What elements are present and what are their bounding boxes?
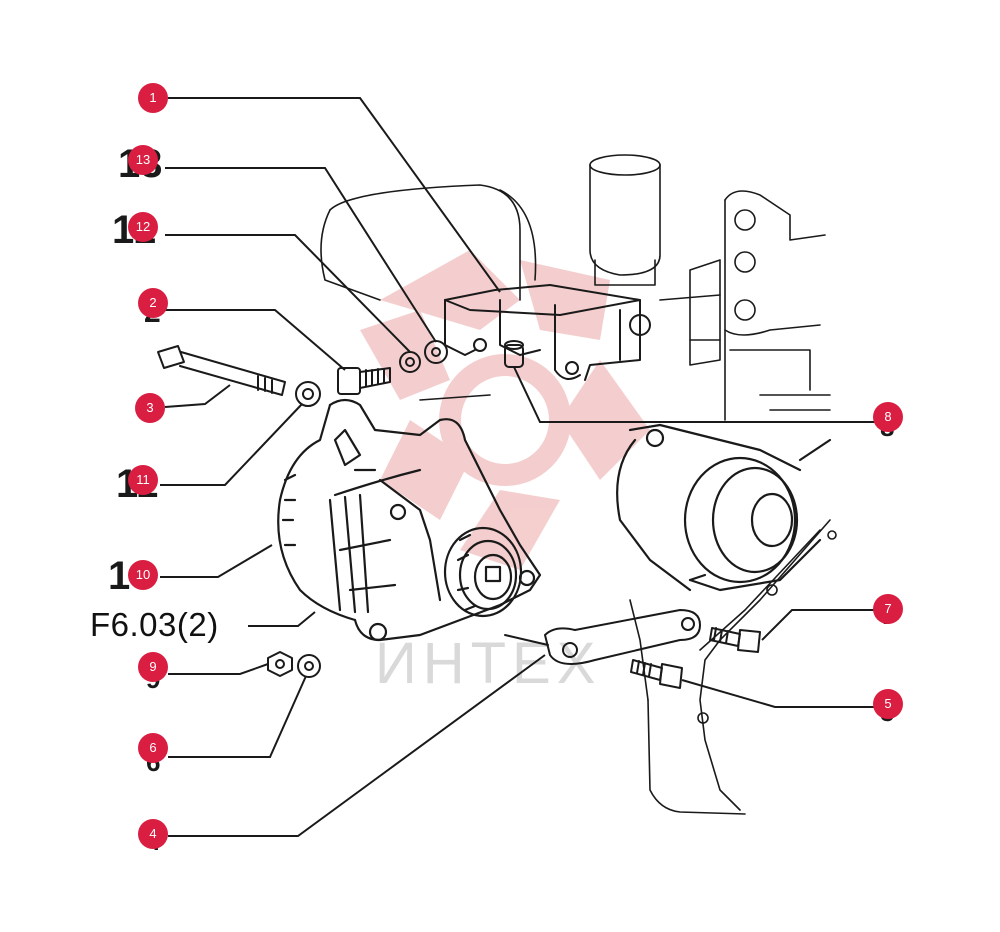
callout-7[interactable]: 7 (873, 594, 903, 624)
leader-11 (160, 403, 303, 486)
callout-4[interactable]: 4 (138, 819, 168, 849)
short-bolt (337, 367, 391, 395)
figure-reference-label: F6.03(2) (90, 606, 219, 643)
leader-4 (168, 654, 546, 837)
leader-2 (165, 309, 346, 371)
callout-6[interactable]: 6 (138, 733, 168, 763)
leader-ref (248, 611, 316, 627)
alternator-pulley (443, 526, 523, 618)
leader-7 (761, 609, 880, 641)
engine-block-outline (320, 154, 831, 421)
watermark-text: ИНТЕХ (375, 631, 602, 696)
tension-arm (504, 609, 701, 665)
leader-6 (168, 675, 307, 758)
callout-2[interactable]: 2 (138, 288, 168, 318)
water-pump-pulley (616, 423, 832, 592)
callout-13[interactable]: 13 (128, 145, 158, 175)
callout-9[interactable]: 9 (138, 652, 168, 682)
callout-11[interactable]: 11 (128, 465, 158, 495)
leader-3 (164, 384, 231, 408)
callout-10[interactable]: 10 (128, 560, 158, 590)
callout-5[interactable]: 5 (873, 689, 903, 719)
leader-13 (165, 167, 437, 343)
alternator-body (277, 398, 542, 642)
leader-12 (165, 234, 411, 353)
washer-11 (295, 381, 321, 407)
upper-bracket (444, 284, 651, 381)
bolt-5 (630, 659, 683, 689)
leader-10 (160, 544, 273, 578)
callout-12[interactable]: 12 (128, 212, 158, 242)
washer-6 (297, 654, 321, 678)
callout-3[interactable]: 3 (135, 393, 165, 423)
leader-5 (681, 679, 880, 708)
leader-8 (513, 366, 880, 423)
callout-1[interactable]: 1 (138, 83, 168, 113)
leader-9 (168, 663, 269, 675)
leader-1 (168, 97, 501, 293)
callout-8[interactable]: 8 (873, 402, 903, 432)
long-bolt (157, 345, 286, 396)
nut-9 (267, 651, 293, 677)
bolt-7 (709, 627, 761, 653)
